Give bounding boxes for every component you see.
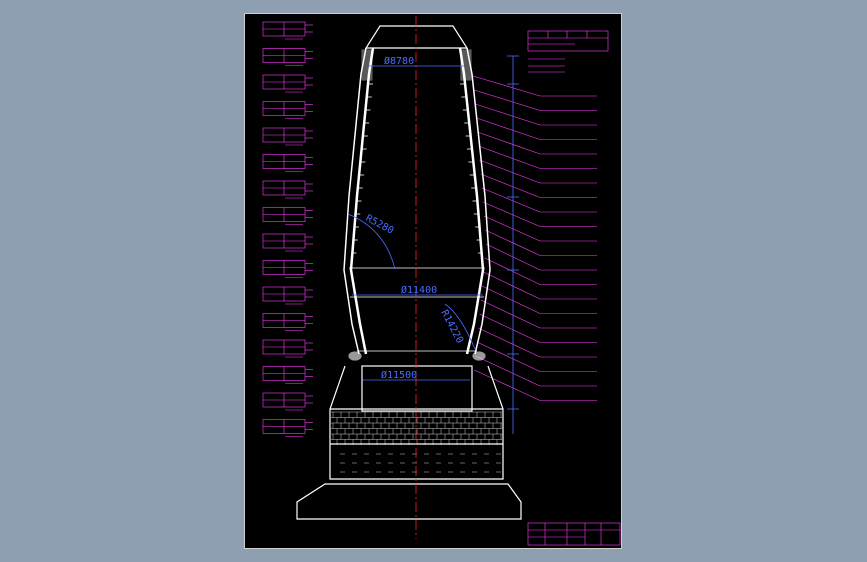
top-right-table [527, 30, 609, 73]
leader-line [483, 271, 597, 300]
left-table [262, 366, 313, 384]
leader-line [482, 201, 597, 227]
top-diameter-label: Ø8780 [384, 55, 414, 67]
leader-line [483, 215, 597, 242]
leader-line [480, 173, 597, 198]
blast-furnace-drawing: Ø8780 Ø11400 Ø11500 R5280 R14220 [262, 16, 621, 546]
leader-line [479, 159, 597, 184]
left-table [262, 48, 313, 66]
leader-line [476, 341, 597, 372]
title-block [527, 522, 621, 546]
left-table [262, 313, 313, 331]
right-leader-annotations [472, 75, 597, 401]
left-table [262, 101, 313, 119]
leader-line [481, 285, 597, 314]
leader-line [474, 89, 597, 111]
leader-line [475, 355, 597, 387]
hearth-diameter-label: Ø11500 [381, 369, 417, 381]
left-table [262, 233, 313, 252]
hearth-brick-hatch [331, 411, 502, 473]
leader-line [484, 257, 597, 285]
left-table [262, 286, 313, 305]
left-table [262, 260, 313, 278]
belly-diameter-label: Ø11400 [401, 284, 437, 296]
leader-line [479, 313, 597, 343]
leader-line [477, 131, 597, 155]
leader-line [478, 145, 597, 169]
furnace-body [296, 25, 522, 520]
leader-line [474, 369, 597, 401]
left-table [262, 180, 313, 199]
left-table [262, 392, 313, 411]
leader-line [484, 229, 597, 256]
left-table [262, 74, 313, 93]
left-table [262, 419, 313, 437]
leader-line [475, 103, 597, 126]
bosh-radius-label: R14220 [438, 308, 465, 345]
left-table [262, 127, 313, 146]
leader-line [476, 117, 597, 140]
leader-line [481, 187, 597, 213]
left-material-tables [262, 21, 313, 437]
left-table [262, 339, 313, 358]
cooling-stave-ticks [351, 83, 484, 254]
left-table [262, 21, 313, 40]
dimension-lines [347, 55, 519, 434]
drawing-sheet: Ø8780 Ø11400 Ø11500 R5280 R14220 [244, 13, 622, 549]
leader-line [485, 243, 597, 271]
left-table [262, 207, 313, 225]
upper-radius-label: R5280 [364, 213, 396, 237]
leader-line [480, 299, 597, 329]
leader-line [472, 75, 597, 97]
leader-line [478, 327, 597, 358]
left-table [262, 154, 313, 172]
